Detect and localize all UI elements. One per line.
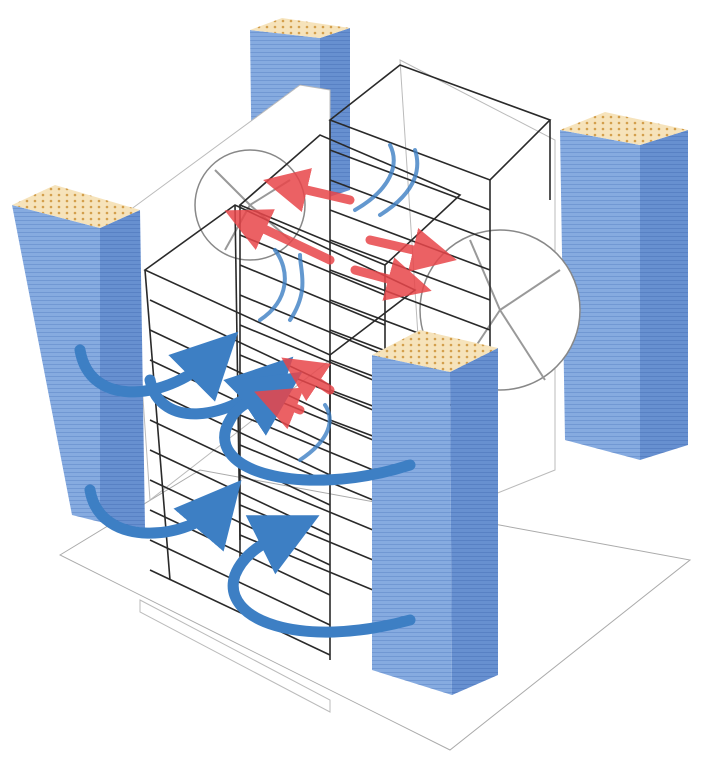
cool-air-arrow	[227, 515, 416, 638]
rack-shelf	[239, 474, 386, 536]
rack-shelf	[239, 264, 386, 326]
cool-air-arrow	[74, 331, 239, 402]
evaporative-pad-back-right	[560, 112, 688, 460]
hot-air-arrow	[224, 209, 335, 265]
hot-air-arrow	[365, 228, 457, 272]
rising-air-arrows	[258, 143, 420, 462]
evaporative-pad-front-right	[372, 330, 498, 695]
evaporative-pad-left	[12, 185, 145, 528]
cool-air-arrow	[219, 371, 416, 486]
rack-shelf	[149, 539, 331, 626]
rack-shelf	[329, 149, 491, 211]
hot-air-arrow	[254, 387, 305, 430]
rack-shelf	[239, 324, 386, 386]
hot-air-arrow	[263, 168, 355, 212]
hot-air-arrow	[281, 357, 335, 402]
rack-shelf	[239, 294, 386, 356]
hot-airflow-arrows	[224, 168, 457, 430]
hot-air-arrow	[350, 257, 432, 301]
cool-air-arrow	[84, 479, 242, 552]
rack-shelf	[329, 179, 491, 241]
